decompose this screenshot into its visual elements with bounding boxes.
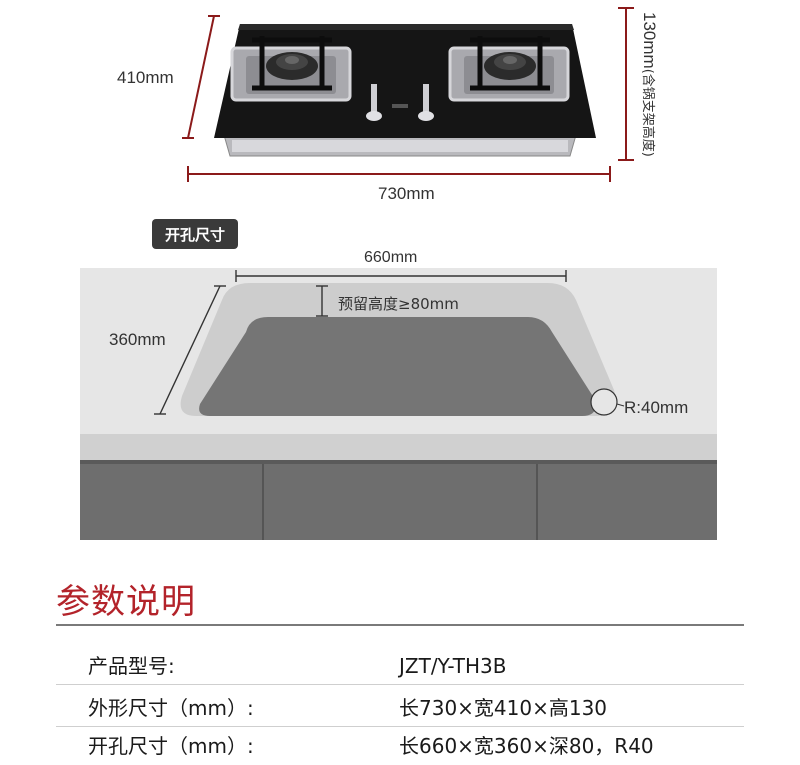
cooktop-depth-label: 410mm [117, 68, 174, 87]
spec-label: 产品型号: [88, 654, 175, 678]
cutout-width-label: 660mm [364, 249, 418, 266]
radius-marker [590, 388, 618, 416]
cutout-hole [199, 317, 596, 416]
cooktop-width-label: 730mm [378, 184, 435, 203]
right-knob [418, 84, 434, 121]
cabinet [80, 460, 717, 540]
left-burner [230, 36, 352, 102]
spec-value: JZT/Y-TH3B [399, 654, 507, 678]
spec-row-cutout: 开孔尺寸（mm）: 长660×宽360×深80，R40 [56, 728, 744, 765]
spec-row-dimensions: 外形尺寸（mm）: 长730×宽410×高130 [56, 690, 744, 727]
spec-value: 长730×宽410×高130 [399, 696, 608, 720]
specs-title: 参数说明 [56, 582, 196, 622]
cooktop-illustration [182, 7, 634, 182]
left-knob [366, 84, 382, 121]
row-divider [56, 684, 744, 685]
cutout-depth-label: 360mm [109, 330, 166, 349]
countertop-edge [80, 434, 717, 460]
brand-mark [392, 104, 408, 108]
clearance-label: 预留高度≥80mm [338, 295, 459, 313]
right-burner [448, 36, 570, 102]
spec-label: 开孔尺寸（mm）: [88, 734, 254, 758]
spec-row-model: 产品型号: JZT/Y-TH3B [56, 648, 744, 685]
radius-label: R:40mm [624, 398, 689, 417]
specs-title-rule [56, 624, 744, 626]
spec-value: 长660×宽360×深80，R40 [399, 734, 654, 758]
spec-label: 外形尺寸（mm）: [88, 696, 254, 720]
row-divider [56, 726, 744, 727]
cutout-badge: 开孔尺寸 [152, 219, 238, 249]
